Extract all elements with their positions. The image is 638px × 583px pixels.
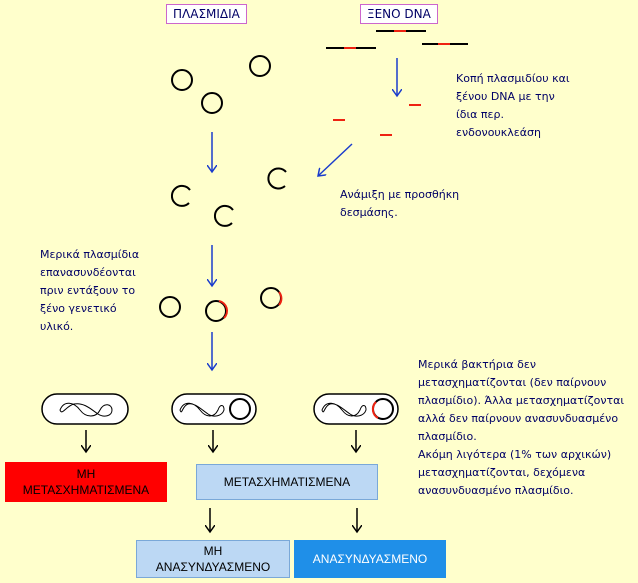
note-mixing: Ανάμιξη με προσθήκη δεσμάσης. bbox=[340, 188, 460, 219]
box-transformed: ΜΕΤΑΣΧΗΜΑΤΙΣΜΕΝΑ bbox=[196, 464, 378, 500]
bacterium-recombinant-plasmid bbox=[313, 393, 399, 425]
foreign-dna-strands bbox=[326, 30, 468, 49]
plasmids-cut bbox=[170, 167, 287, 227]
note-cutting: Κοπή πλασμιδίου και ξένου DNA με την ίδι… bbox=[456, 72, 570, 139]
process-arrows bbox=[212, 58, 397, 370]
plasmids-ligated bbox=[159, 287, 283, 322]
outcome-arrows bbox=[86, 430, 357, 532]
cut-dna-fragments bbox=[333, 104, 421, 136]
foreign-dna-header: ΞΕΝΟ DNA bbox=[360, 4, 438, 24]
box-not-transformed: ΜΗ ΜΕΤΑΣΧΗΜΑΤΙΣΜΕΝΑ bbox=[5, 462, 167, 502]
box-not-recombinant: ΜΗ ΑΝΑΣΥΝΔΥΑΣΜΕΝΟ bbox=[136, 540, 290, 578]
plasmids-intact bbox=[171, 55, 271, 114]
note-religate: Μερικά πλασμίδια επανασυνδέονται πριν εν… bbox=[40, 248, 140, 333]
bacterium-untransformed bbox=[41, 393, 129, 425]
box-recombinant: ΑΝΑΣΥΝΔΥΑΣΜΕΝΟ bbox=[294, 540, 446, 578]
note-bacteria: Μερικά βακτήρια δεν μετασχηματίζονται (δ… bbox=[418, 358, 625, 497]
bacterium-plasmid bbox=[171, 393, 257, 425]
plasmids-header: ΠΛΑΣΜΙΔΙΑ bbox=[166, 4, 247, 24]
